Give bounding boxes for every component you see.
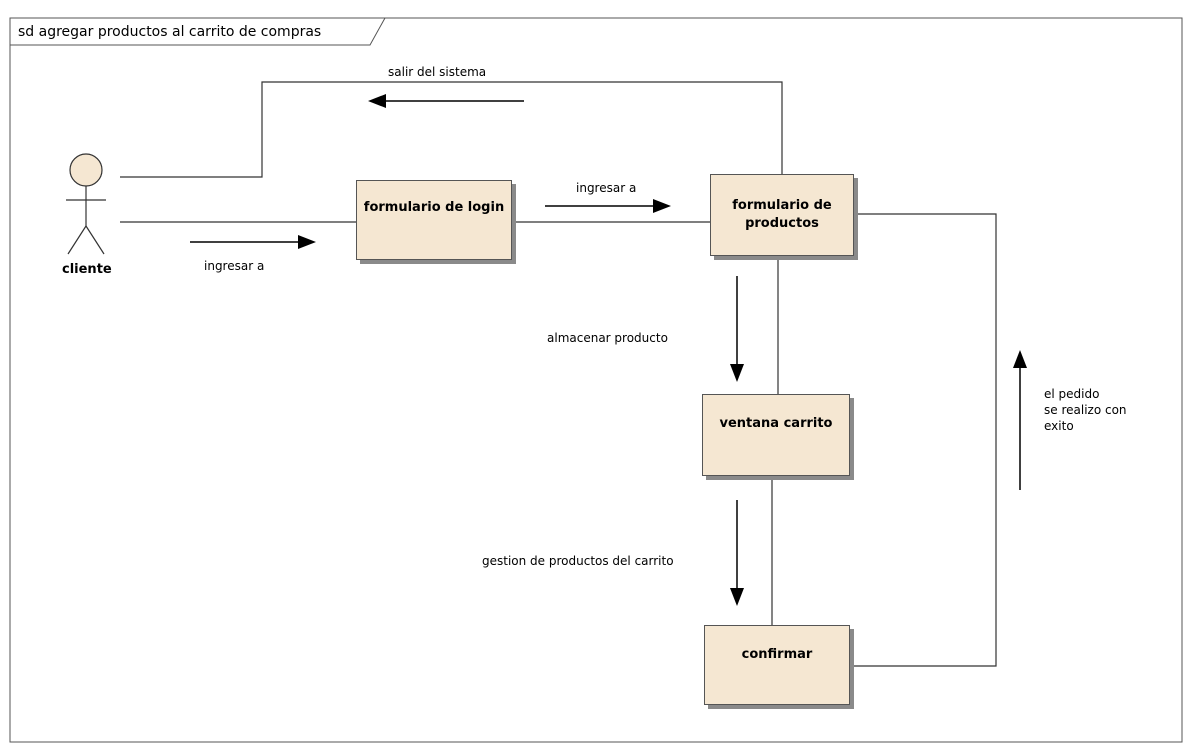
message-gestion-label: gestion de productos del carrito <box>482 554 674 568</box>
arrow-almacenar <box>730 276 744 382</box>
message-salir-label: salir del sistema <box>388 65 487 79</box>
actor-cliente-figure <box>66 153 106 255</box>
message-ingresar-productos-label: ingresar a <box>576 181 637 195</box>
message-almacenar-label: almacenar producto <box>547 331 668 345</box>
frame-title-tab <box>9 17 386 46</box>
link-cliente-productos <box>120 81 783 178</box>
arrow-ingresar-login <box>190 235 316 249</box>
actor-cliente-label: cliente <box>62 262 112 277</box>
arrow-pedido <box>1013 350 1027 490</box>
node-confirmar[interactable]: confirmar <box>704 625 850 705</box>
message-arrows <box>190 94 1027 606</box>
arrow-gestion <box>730 500 744 606</box>
arrow-ingresar-productos <box>545 199 671 213</box>
node-formulario-productos[interactable]: formulario de productos <box>710 174 854 256</box>
message-pedido-label: el pedido se realizo con exito <box>1044 387 1127 433</box>
message-ingresar-login-label: ingresar a <box>204 259 265 273</box>
node-formulario-login[interactable]: formulario de login <box>356 180 512 260</box>
link-confirmar-productos <box>850 213 997 667</box>
arrow-salir <box>368 94 524 108</box>
node-ventana-carrito[interactable]: ventana carrito <box>702 394 850 476</box>
connectors <box>120 81 997 667</box>
frame-border <box>9 17 1183 743</box>
frame-title: sd agregar productos al carrito de compr… <box>18 24 322 40</box>
